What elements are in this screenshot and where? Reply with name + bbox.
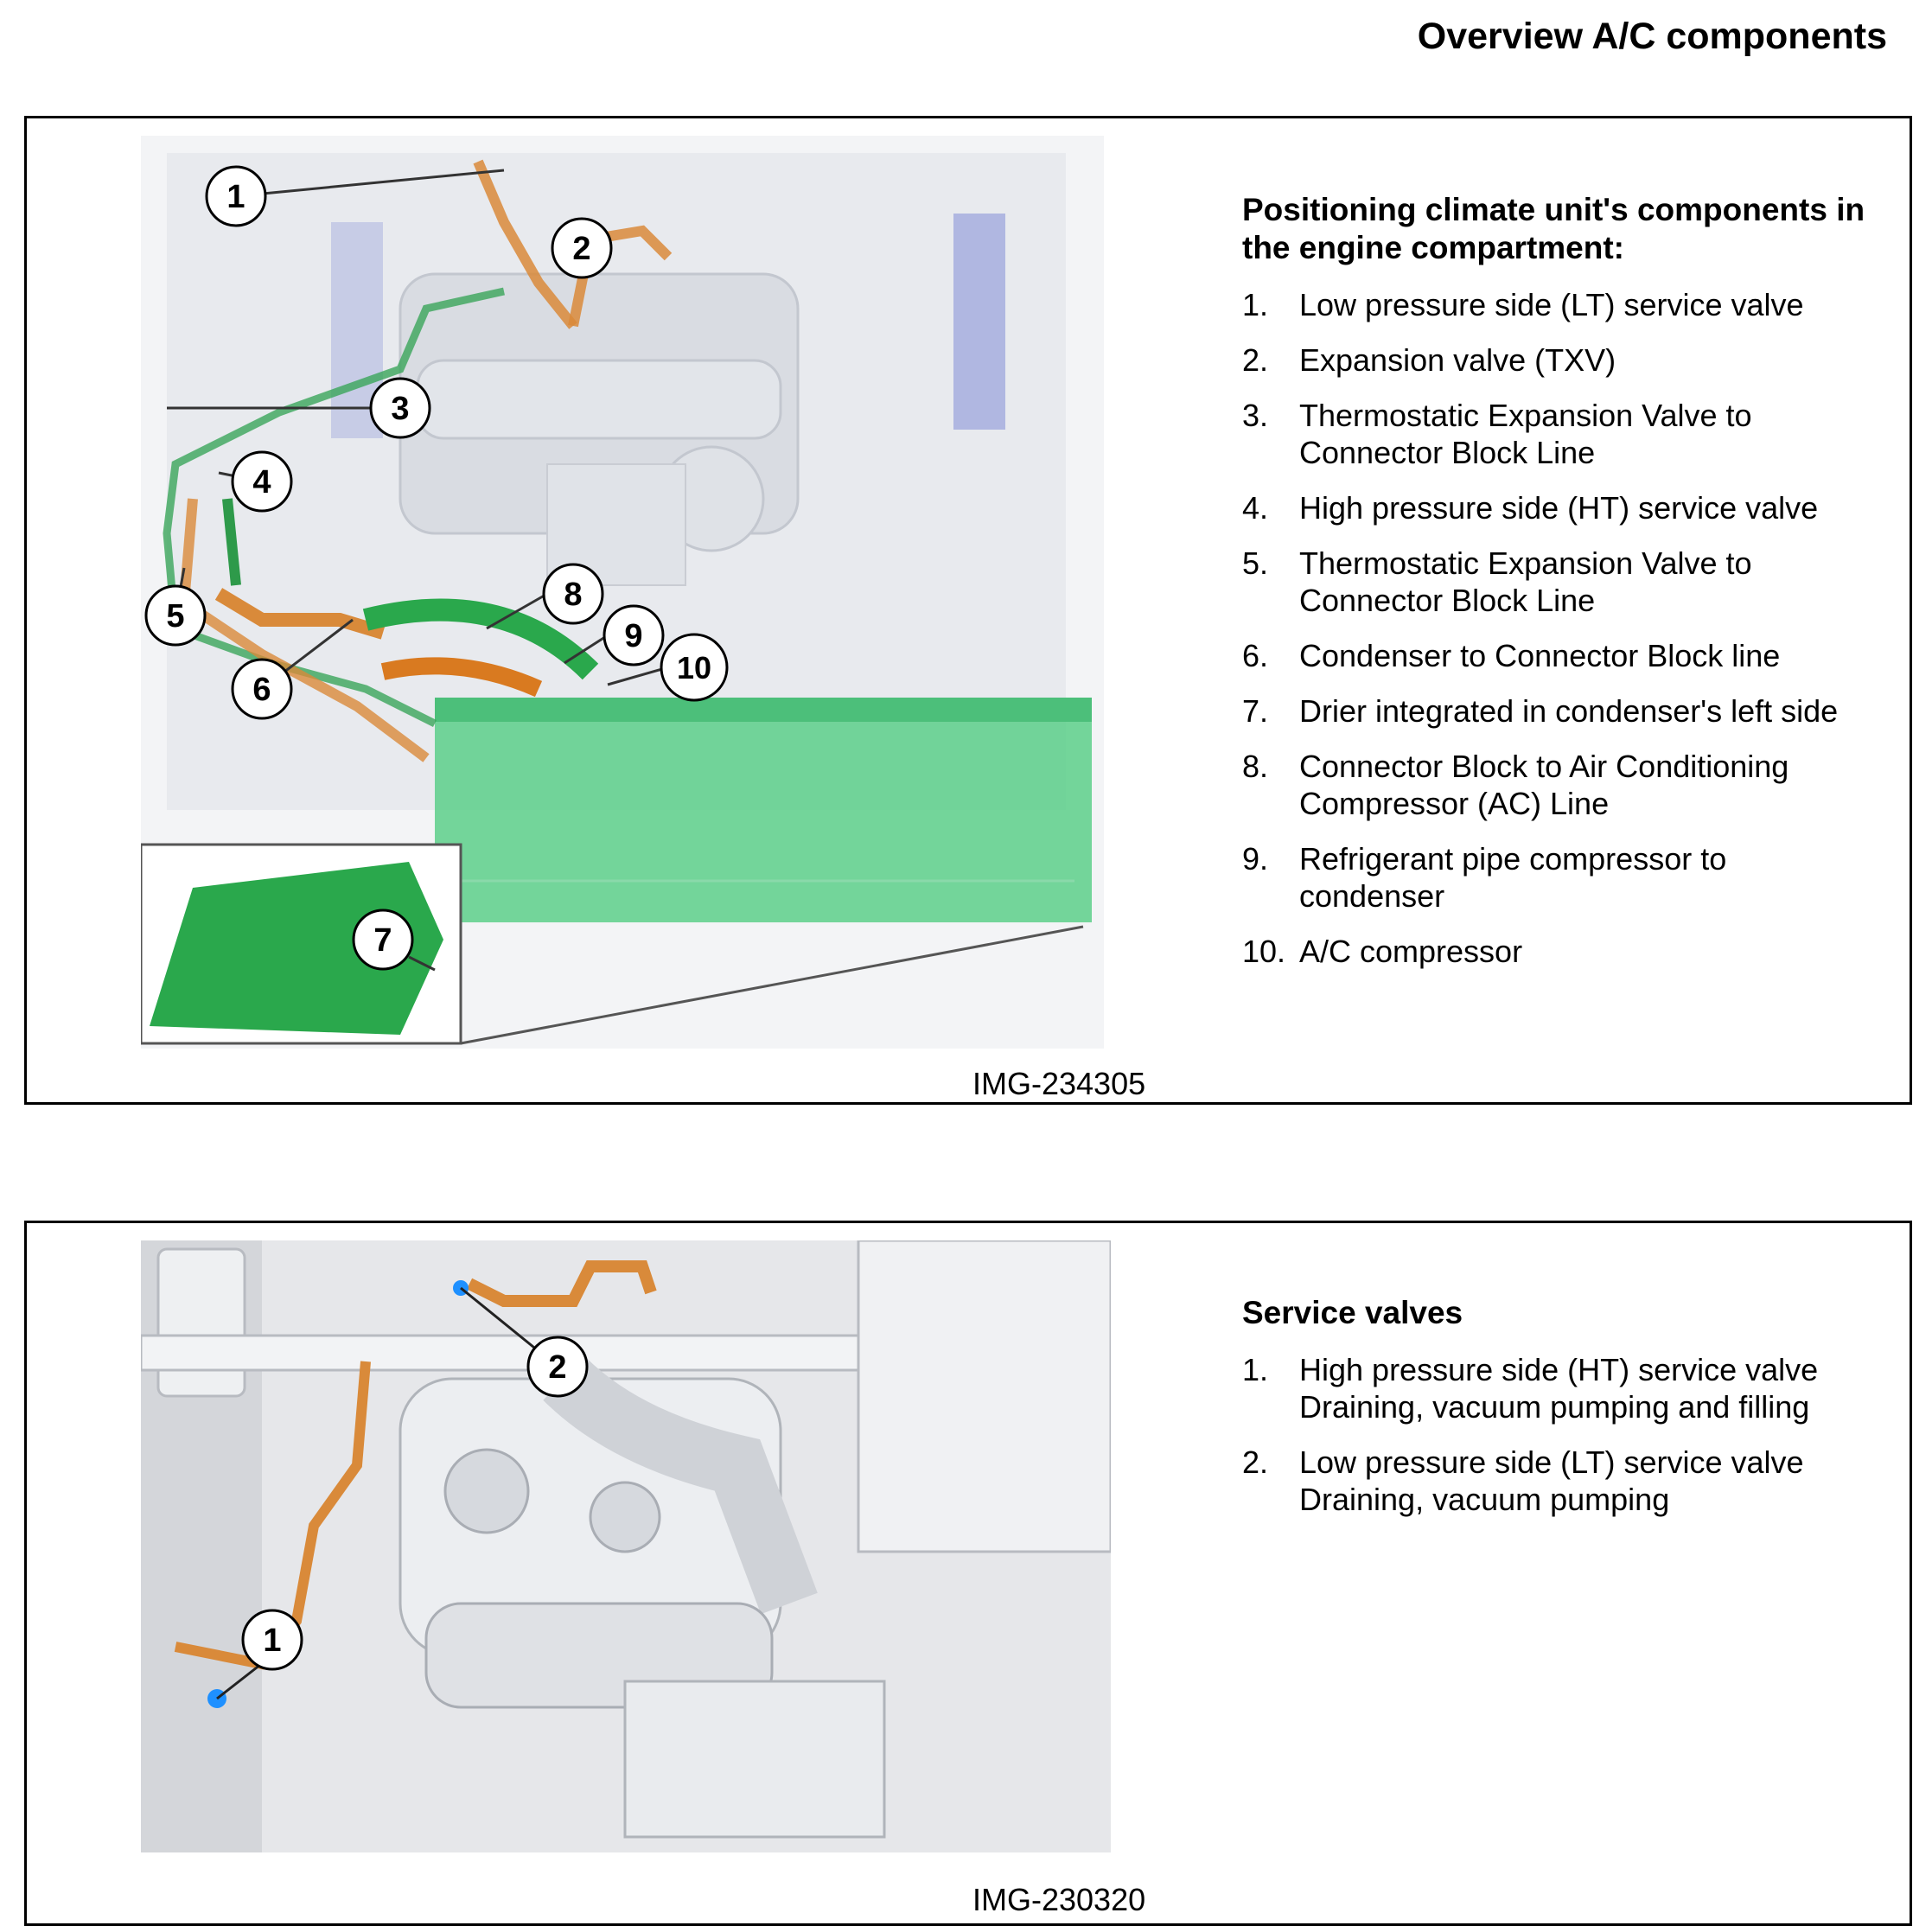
legend-heading: Positioning climate unit's components in… [1242, 192, 1865, 265]
svg-text:9: 9 [624, 618, 642, 654]
svg-text:8: 8 [564, 577, 582, 613]
callout-9: 9 [603, 604, 665, 666]
svg-text:2: 2 [572, 231, 590, 267]
list-item: 6.Condenser to Connector Block line [1242, 638, 1781, 673]
svg-text:4: 4 [252, 464, 271, 501]
list-item: 10.A/C compressor [1242, 934, 1523, 969]
page-title: Overview A/C components [1417, 16, 1887, 57]
callout-7: 7 [352, 909, 414, 971]
svg-text:7: 7 [373, 922, 392, 959]
svg-text:5: 5 [166, 598, 184, 634]
service-valves-panel: 1 2 IMG-230320 Service valves 1.High pre… [24, 1221, 1912, 1926]
engine-compartment-illustration: 1 2 3 4 5 6 7 8 9 10 [141, 136, 1104, 1049]
svg-text:1: 1 [226, 179, 245, 215]
list-item: 4.High pressure side (HT) service valve [1242, 490, 1819, 526]
callout-2: 2 [551, 217, 613, 279]
callout-1: 1 [241, 1609, 303, 1671]
components-panel: 1 2 3 4 5 6 7 8 9 10 IMG-234305 Position… [24, 116, 1912, 1105]
image-id: IMG-230320 [972, 1882, 1146, 1917]
callout-2: 2 [526, 1336, 589, 1398]
svg-text:6: 6 [252, 672, 271, 708]
callout-1: 1 [205, 165, 267, 227]
svg-text:3: 3 [391, 391, 409, 427]
list-item: 1.Low pressure side (LT) service valve [1242, 287, 1804, 322]
legend-heading: Service valves [1242, 1295, 1463, 1330]
callout-10: 10 [660, 633, 729, 702]
callout-4: 4 [231, 450, 293, 513]
image-id: IMG-234305 [972, 1066, 1146, 1101]
svg-text:10: 10 [677, 650, 711, 685]
service-valves-illustration: 1 2 [141, 1240, 1111, 1852]
svg-text:1: 1 [263, 1623, 281, 1659]
list-item: 2.Expansion valve (TXV) [1242, 342, 1616, 378]
callout-3: 3 [369, 377, 431, 439]
service-valves-legend: Service valves 1.High pressure side (HT)… [1242, 1294, 1899, 1536]
svg-text:2: 2 [548, 1349, 566, 1386]
callout-8: 8 [542, 563, 604, 625]
components-legend: Positioning climate unit's components in… [1242, 191, 1899, 988]
callout-6: 6 [231, 658, 293, 720]
callout-5: 5 [144, 584, 207, 647]
list-item: 7.Drier integrated in condenser's left s… [1242, 693, 1839, 729]
